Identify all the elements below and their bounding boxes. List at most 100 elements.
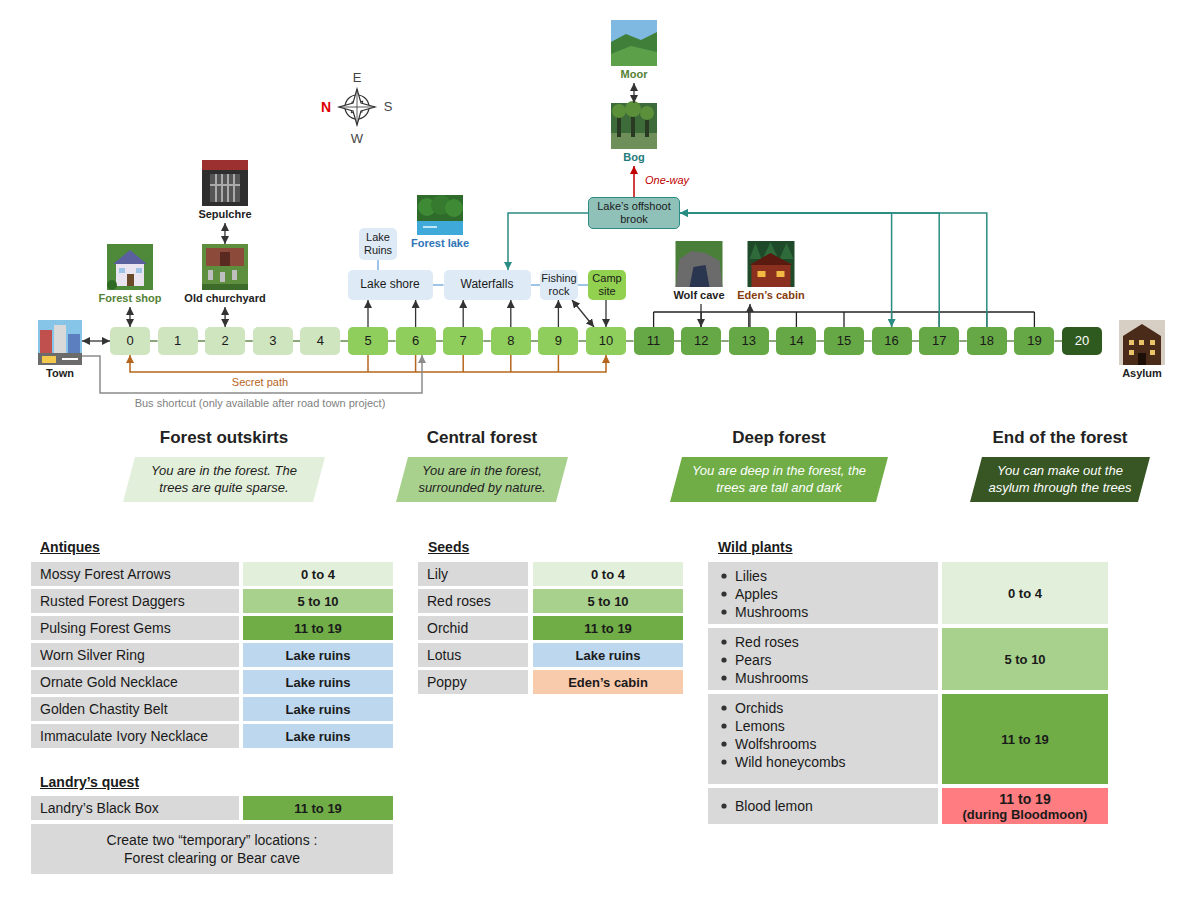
picture-part (676, 241, 723, 287)
picture-part (780, 243, 794, 259)
region-parallelogram (970, 457, 1150, 502)
picture-part (210, 174, 240, 202)
connector (82, 340, 110, 341)
connector (388, 340, 396, 342)
connector (377, 260, 379, 270)
step-box: 18 (967, 327, 1007, 355)
step-box: 0 (110, 327, 150, 355)
picture-part (127, 274, 134, 286)
location-name: Fishing rock (541, 272, 576, 297)
region-parallelogram (670, 457, 888, 502)
list-item: Blood lemon (735, 797, 935, 815)
connector (433, 284, 444, 286)
list-item: Mushrooms (735, 603, 935, 621)
connector (224, 307, 225, 327)
table-cell: (during Bloodmoon) (942, 806, 1108, 822)
connector (626, 340, 634, 342)
table-cell: 11 to 19 (243, 796, 393, 820)
bullet-dot (721, 741, 726, 746)
connector (572, 300, 594, 327)
connector (680, 213, 939, 327)
location-label: Eden’s cabin (737, 289, 804, 302)
picture-part (202, 160, 248, 206)
step-box: 11 (634, 327, 674, 355)
connector (224, 223, 225, 244)
table-cell: 5 to 10 (942, 628, 1108, 690)
location-label: Bog (623, 151, 644, 164)
table-cell-ground (942, 694, 1108, 784)
bullet-dot (721, 723, 726, 728)
picture-part (611, 32, 657, 66)
picture-part (750, 253, 793, 265)
table-cell-ground (942, 788, 1108, 824)
connector-label: One-way (642, 174, 692, 187)
secret-path-tick (367, 355, 369, 372)
location-name: 2 (222, 334, 229, 349)
table-heading: Wild plants (718, 538, 918, 556)
location-name: 13 (742, 334, 756, 349)
table-note: Create two “temporary” locations : Fores… (31, 824, 393, 874)
connector (605, 300, 606, 327)
connector (633, 166, 635, 197)
connector (816, 340, 824, 342)
location-name: 3 (269, 334, 276, 349)
picture-part (38, 353, 82, 365)
picture-part (116, 264, 144, 286)
location-picture (202, 244, 248, 290)
step-box: 12 (681, 327, 721, 355)
location-label: Sepulchre (198, 208, 251, 221)
picture-space (611, 103, 657, 149)
picture-part (210, 184, 240, 186)
picture-part (423, 226, 437, 228)
secret-path-tick (510, 355, 512, 372)
bullet-dot (721, 639, 726, 644)
picture-part (1150, 350, 1155, 355)
secret-path-ticks (368, 355, 558, 372)
asylum-location: Asylum (1119, 320, 1165, 382)
connector (367, 300, 368, 327)
list-item: Lemons (735, 717, 935, 735)
picture-part (206, 248, 244, 266)
region-heading: Central forest (427, 428, 538, 448)
connector (1054, 340, 1062, 342)
connector (721, 340, 729, 342)
location-name: 10 (599, 334, 613, 349)
picture-part (221, 174, 223, 202)
step-box: 7 (443, 327, 483, 355)
bullet-dot (721, 609, 726, 614)
compass-letter: S (378, 99, 398, 115)
picture-part (208, 270, 213, 280)
location-name: 8 (507, 334, 514, 349)
table-cell: 11 to 19 (533, 616, 683, 640)
location-label: Asylum (1122, 367, 1162, 380)
table-cell: Mossy Forest Arrows (31, 562, 239, 586)
region-panel: You can make out the asylum through the … (970, 457, 1150, 502)
region-parallelogram (396, 457, 568, 502)
picture-part (690, 265, 710, 287)
picture-part (202, 244, 248, 290)
region-panel: You are in the forest. The trees are qui… (123, 457, 325, 502)
picture-part (777, 271, 785, 277)
location-name: Camp site (591, 272, 623, 297)
bracket-tick (748, 312, 749, 327)
connector (130, 355, 606, 372)
connector (340, 340, 348, 342)
table-cell: Eden’s cabin (533, 670, 683, 694)
picture-space (38, 320, 82, 365)
picture-space (611, 20, 657, 66)
table-cell-ground (708, 788, 938, 824)
picture-part (1129, 340, 1134, 345)
picture-part (611, 46, 657, 66)
connector-label: Secret path (229, 376, 291, 389)
region-heading: Deep forest (732, 428, 826, 448)
connector (680, 213, 987, 327)
location-name: 17 (932, 334, 946, 349)
table-cell: 11 to 19 (243, 616, 393, 640)
region-heading: End of the forest (992, 428, 1127, 448)
bullet-dot (721, 759, 726, 764)
picture-part (220, 252, 230, 266)
cabin-location: Eden’s cabin (737, 241, 804, 304)
connector (578, 340, 586, 342)
